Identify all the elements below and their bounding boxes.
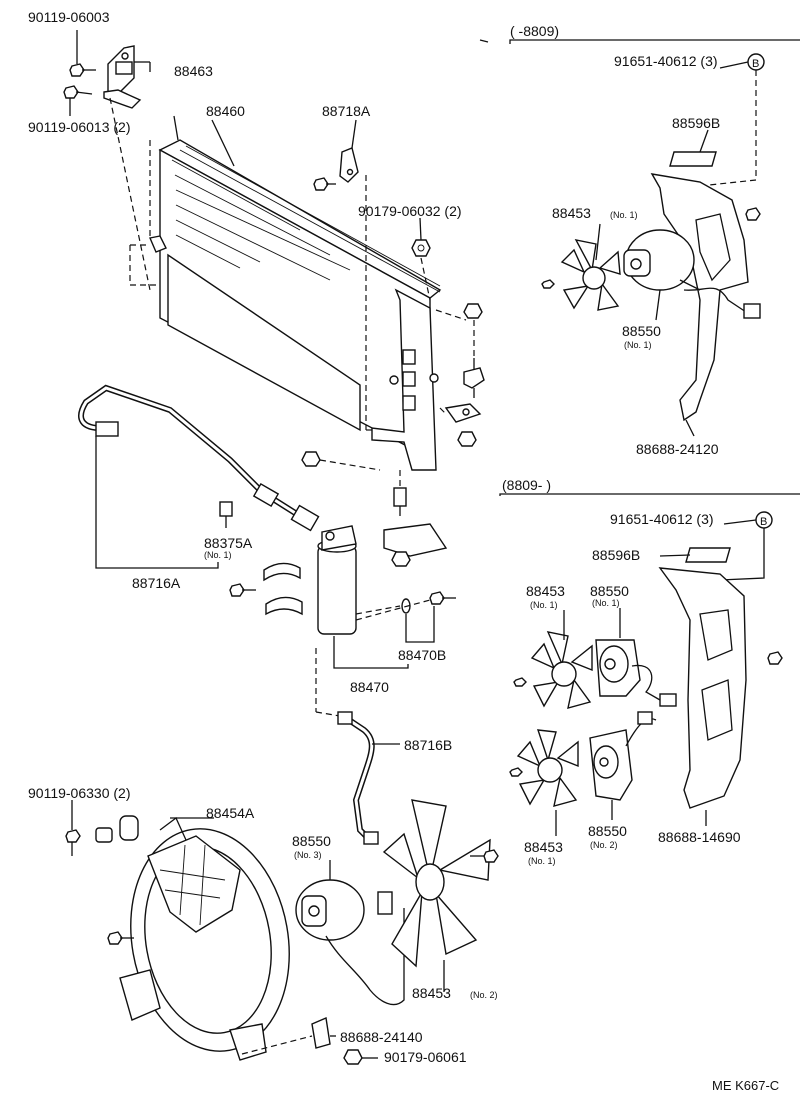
section-title-from-8809: (8809- ) [502,477,551,493]
label-88453-no1-c: 88453 [524,839,563,855]
label-88688-24120: 88688-24120 [636,441,719,457]
label-88688-24140: 88688-24140 [340,1029,423,1045]
receiver-88470 [317,525,357,635]
receiver-brackets [263,562,303,616]
bolt-90119-06013 [63,85,93,116]
bolt-fan-c [509,767,523,777]
label-91651-40612-a: 91651-40612 (3) [614,53,718,69]
bolt-fan-a [541,279,555,289]
bolt-90119-06003 [69,30,96,77]
note-88550-no1-b: (No. 1) [592,598,620,608]
bolt-90119-06330 [65,815,139,856]
bolt-shroud-left [107,931,134,945]
nut-90179-06032 [411,239,431,257]
bracket-88688-24120 [650,173,761,422]
label-90119-06013: 90119-06013 (2) [28,119,130,135]
note-88550-no3: (No. 3) [294,850,322,860]
label-88596b-a: 88596B [672,115,720,131]
bolt-fan-no2 [470,849,499,863]
note-88453-no1-a: (No. 1) [610,210,638,220]
marker-b-2-text: B [760,516,767,528]
label-88716a: 88716A [132,575,181,591]
seal-88596b-2 [685,547,731,563]
label-88375a: 88375A [204,535,253,551]
label-88550-no1-a: 88550 [622,323,661,339]
pipe-88716a [78,384,320,532]
fitting-right-1 [463,358,485,398]
label-88453-no1-a: 88453 [552,205,591,221]
bracket-right-1 [444,403,482,423]
label-90179-06061: 90179-06061 [384,1049,467,1065]
label-91651-40612-b: 91651-40612 (3) [610,511,714,527]
note-88453-no1-c: (No. 1) [528,856,556,866]
label-88453-no2: 88453 [412,985,451,1001]
note-88550-no2: (No. 2) [590,840,618,850]
label-90119-06330: 90119-06330 (2) [28,785,130,801]
label-88550-no2: 88550 [588,823,627,839]
bracket-88463 [103,45,151,109]
label-88470b: 88470B [398,647,446,663]
label-88716b: 88716B [404,737,452,753]
bracket-lower [383,523,448,567]
label-88463: 88463 [174,63,213,79]
nut-90179-06061 [343,1049,363,1065]
note-88375a: (No. 1) [204,550,232,560]
label-90119-06003: 90119-06003 [28,9,110,25]
marker-b-1-text: B [752,58,759,70]
label-90179-06032: 90179-06032 (2) [358,203,462,219]
fan-88453-no1-a [560,239,621,311]
fan-88453-no1-b [530,631,593,709]
pressure-switch [393,487,407,516]
note-88453-no2: (No. 2) [470,990,498,1000]
note-88453-no1-b: (No. 1) [530,600,558,610]
nut-condenser-lower [301,451,321,467]
pipe-88716b [337,711,379,845]
bracket-88688-24140 [311,1017,331,1049]
fitting-88375a [219,501,233,528]
nut-right-2 [457,431,477,447]
bolt-receiver [229,583,256,597]
bracket-88718a [339,147,359,183]
fan-88453-no2 [382,799,491,968]
shroud-88454a [119,816,290,1061]
label-88460: 88460 [206,103,245,119]
label-88718a: 88718A [322,103,371,119]
motor-88550-no3 [295,879,405,1006]
section-title-upto-8809: ( -8809) [510,23,559,39]
diagram-id: ME K667-C [712,1078,779,1093]
condenser-88460 [149,139,442,471]
motor-88550-no2 [589,711,657,801]
label-88550-no1-b: 88550 [590,583,629,599]
note-88550-no1-a: (No. 1) [624,340,652,350]
bolt-88718a [313,177,336,191]
section-bracket-upto-8809 [479,39,800,44]
bolt-88470b [429,591,456,605]
label-88596b-b: 88596B [592,547,640,563]
nut-right-1 [463,303,483,319]
seal-88596b-1 [669,151,717,167]
bolt-fan-b [513,677,527,687]
label-88453-no1-b: 88453 [526,583,565,599]
label-88454a: 88454A [206,805,255,821]
label-88470: 88470 [350,679,389,695]
bracket-88688-14690 [658,567,783,809]
motor-88550-no1-b [595,639,677,707]
label-88550-no3: 88550 [292,833,331,849]
fan-88453-no1-c [516,729,579,807]
section-bracket-from-8809 [499,493,800,496]
label-88688-14690: 88688-14690 [658,829,741,845]
